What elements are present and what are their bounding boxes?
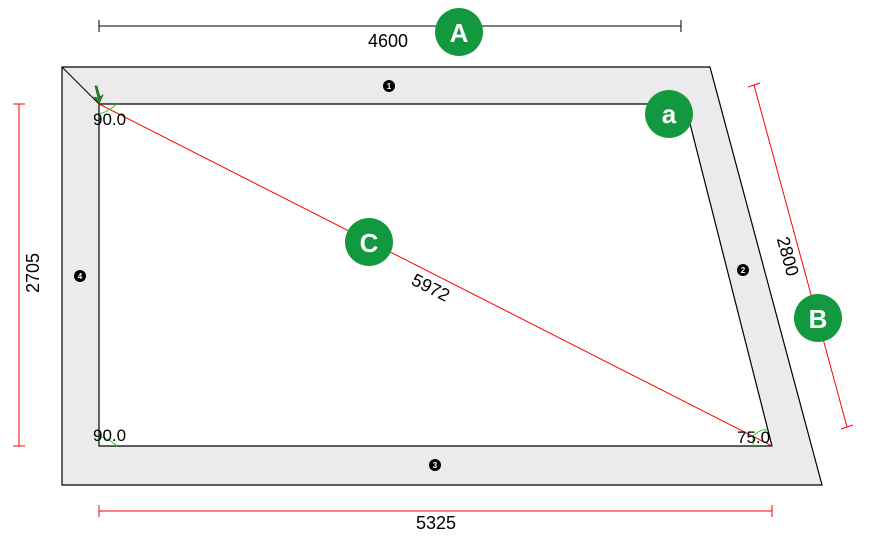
diagonal-line (98, 103, 773, 447)
member-2[interactable]: 2 (737, 264, 749, 276)
svg-text:C: C (360, 228, 379, 258)
dimension-left: 2705 (13, 103, 43, 447)
svg-text:B: B (809, 304, 828, 334)
badge-b-right: B (794, 294, 842, 342)
svg-text:1: 1 (387, 82, 392, 91)
dimension-right-label: 2800 (773, 234, 803, 278)
angle-bottom-left: 90.0 (93, 426, 126, 445)
badge-a-corner: a (645, 90, 693, 138)
angle-arc-bottom-left (98, 435, 118, 447)
member-4[interactable]: 4 (74, 270, 86, 282)
angle-arc-top-left (98, 103, 118, 115)
dimension-top-label: 4600 (368, 31, 408, 51)
arrow-icon (93, 85, 104, 105)
svg-text:4: 4 (78, 272, 83, 281)
svg-text:2: 2 (741, 266, 746, 275)
dimension-left-label: 2705 (23, 253, 43, 293)
badge-c-diagonal: C (345, 218, 393, 266)
member-1[interactable]: 1 (383, 80, 395, 92)
svg-text:3: 3 (433, 461, 438, 470)
svg-text:A: A (450, 18, 469, 48)
angle-arc-bottom-right (752, 429, 768, 446)
badge-a-top: A (435, 8, 483, 56)
angle-top-left: 90.0 (93, 110, 126, 129)
miter-line (61, 66, 100, 105)
angle-bottom-right: 75.0 (737, 428, 770, 447)
dimension-top: 4600 (98, 20, 682, 51)
svg-text:a: a (662, 99, 677, 129)
dimension-bottom-label: 5325 (416, 513, 456, 533)
member-3[interactable]: 3 (429, 459, 441, 471)
dimension-bottom: 5325 (98, 505, 773, 533)
